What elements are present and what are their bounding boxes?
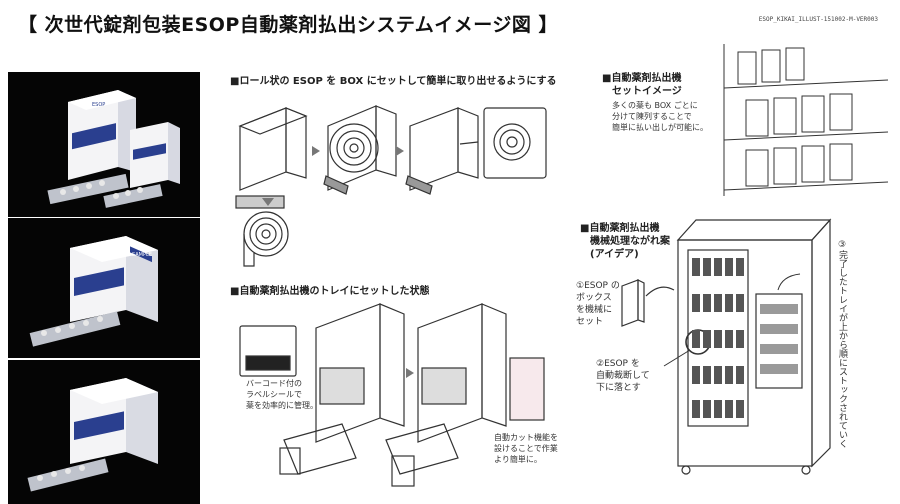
- section2-heading: ■自動薬剤払出機のトレイにセットした状態: [230, 286, 430, 297]
- flow-step1-line2: ボックス: [576, 293, 612, 303]
- barcode-note: バーコード付の ラベルシールで 薬を効率的に管理。: [246, 378, 318, 411]
- flow-step2-line3: 下に落とす: [596, 383, 641, 393]
- section1-heading: ■ロール状の ESOP を BOX にセットして簡単に取り出せるようにする: [230, 76, 557, 87]
- cut-note-line3: より簡単に。: [494, 455, 542, 464]
- flow-step1-line1: ①ESOP の: [576, 281, 620, 291]
- document-id: ESOP_KIKAI_ILLUST-151002-M-VER003: [758, 16, 878, 23]
- section3-description: 多くの薬も BOX ごとに 分けて陳列することで 簡単に払い出しが可能に。: [612, 100, 708, 133]
- cut-note-line1: 自動カット機能を: [494, 433, 558, 442]
- box-brand-label: ESOP: [92, 102, 105, 108]
- flow-step1-line3: を機械に: [576, 305, 613, 315]
- barcode-note-line2: ラベルシールで: [246, 390, 302, 399]
- product-photo-3: [8, 360, 200, 504]
- product-photo-1: ESOP: [8, 72, 200, 217]
- cut-note: 自動カット機能を 設けることで作業 より簡単に。: [494, 432, 558, 465]
- barcode-note-line3: 薬を効率的に管理。: [246, 401, 318, 410]
- section3-desc-line1: 多くの薬も BOX ごとに: [612, 101, 698, 110]
- flow-step3: ③完了したトレイが上から順にストックされていく: [837, 240, 847, 448]
- roll-setting-diagram: [235, 105, 547, 267]
- section3-heading: ■自動薬剤払出機 セットイメージ: [602, 72, 682, 98]
- section3-heading-line2: セットイメージ: [602, 86, 682, 97]
- section3-desc-line3: 簡単に払い出しが可能に。: [612, 123, 708, 132]
- product-photo-2: SAMPLE: [8, 218, 200, 358]
- section3-heading-line1: ■自動薬剤払出機: [602, 73, 682, 84]
- section4-heading-line1: ■自動薬剤払出機: [580, 223, 660, 234]
- shelf-detail-illustration: [723, 44, 889, 196]
- flow-step2-line2: 自動裁断して: [596, 371, 650, 381]
- sample-label: SAMPLE: [132, 252, 152, 258]
- flow-step1: ①ESOP の ボックス を機械に セット: [576, 280, 620, 328]
- dispenser-machine-illustration: [621, 218, 832, 475]
- section3-desc-line2: 分けて陳列することで: [612, 112, 692, 121]
- cut-note-line2: 設けることで作業: [494, 444, 558, 453]
- flow-step2-line1: ②ESOP を: [596, 359, 640, 369]
- section4-heading-line3: (アイデア): [580, 249, 639, 260]
- flow-step1-line4: セット: [576, 317, 604, 327]
- page-title: 【 次世代錠剤包装ESOP自動薬剤払出システムイメージ図 】: [18, 14, 559, 36]
- tray-setting-diagram: [239, 303, 545, 487]
- barcode-note-line1: バーコード付の: [246, 379, 302, 388]
- section4-heading: ■自動薬剤払出機 機械処理ながれ案 (アイデア): [580, 222, 670, 261]
- section4-heading-line2: 機械処理ながれ案: [580, 236, 670, 247]
- flow-step2: ②ESOP を 自動裁断して 下に落とす: [596, 358, 650, 394]
